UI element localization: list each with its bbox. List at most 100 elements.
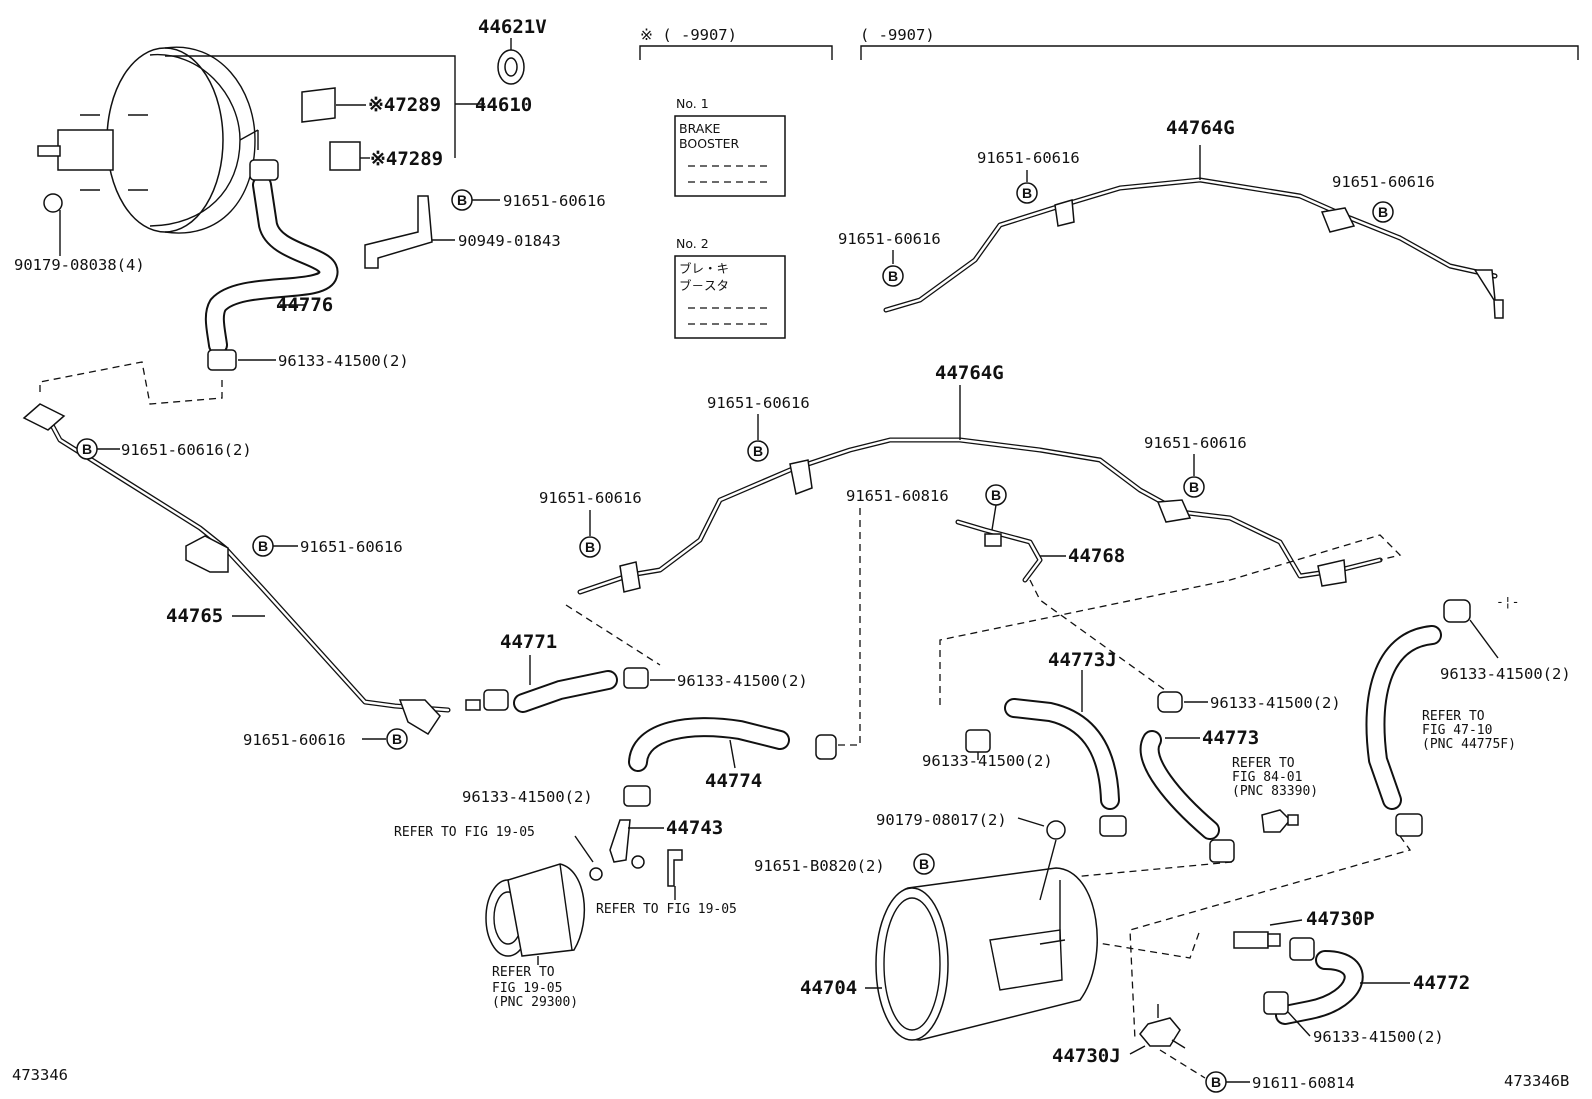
bolt-marker-60816: B	[985, 484, 1007, 531]
bolt-marker-t1: B	[1016, 170, 1038, 204]
ref-47-10-c: (PNC 44775F)	[1422, 737, 1516, 752]
label-44764G-top: 44764G	[1166, 117, 1235, 139]
hose-44771	[483, 667, 649, 713]
bolt-marker-b0820: B	[913, 853, 935, 875]
label-96133-d: 96133-41500(2)	[1210, 694, 1341, 712]
label-44730J: 44730J	[1052, 1045, 1121, 1067]
label-44765: 44765	[166, 605, 223, 627]
hose-44773J	[965, 670, 1127, 837]
svg-text:B: B	[457, 192, 467, 208]
bracket-44743	[589, 819, 683, 887]
label-91651-t3: 91651-60616	[838, 230, 941, 248]
label-91651-m3: 91651-60616	[539, 489, 642, 507]
svg-text:B: B	[1211, 1074, 1221, 1090]
svg-text:B: B	[82, 441, 92, 457]
label-44730P: 44730P	[1306, 908, 1375, 930]
nameplate-no2: No. 2 ブレ・キ ブ－スタ	[674, 236, 786, 339]
pipe-44764G-mid	[577, 385, 1383, 595]
label-91651-60816: 91651-60816	[846, 487, 949, 505]
footer-code-right: 473346B	[1504, 1072, 1569, 1090]
vacuum-pump	[485, 863, 586, 957]
svg-text:B: B	[1378, 204, 1388, 220]
svg-text:B: B	[753, 443, 763, 459]
bolt-marker-t3: B	[882, 250, 904, 287]
svg-text:B: B	[258, 538, 268, 554]
label-91651-l1: 91651-60616(2)	[121, 441, 252, 459]
bolt-marker-top: B	[451, 189, 500, 211]
label-44776: 44776	[276, 294, 333, 316]
fitting-44730J	[1129, 1004, 1186, 1055]
bolt-marker-l2: B	[252, 535, 298, 557]
bolt-marker-91611: B	[1205, 1071, 1250, 1093]
label-96133-g: 96133-41500(2)	[1313, 1028, 1444, 1046]
hose-44772	[1263, 950, 1410, 1025]
svg-text:B: B	[1022, 185, 1032, 201]
bolt-marker-t2: B	[1372, 201, 1394, 223]
ref-84-01-c: (PNC 83390)	[1232, 784, 1318, 799]
vacuum-tank-44704	[865, 820, 1098, 1041]
ref-47-10-b: FIG 47-10	[1422, 723, 1492, 738]
ref-19-05-b: REFER TO FIG 19-05	[596, 902, 737, 917]
label-44764G-mid: 44764G	[935, 362, 1004, 384]
bolt-marker-l1: B	[76, 438, 120, 460]
svg-text:B: B	[919, 856, 929, 872]
label-44704: 44704	[800, 977, 857, 999]
label-44773J: 44773J	[1048, 649, 1117, 671]
fitting-44730P	[1233, 919, 1315, 961]
bolt-marker-l3: B	[362, 728, 408, 750]
label-90179-08017: 90179-08017(2)	[876, 811, 1007, 829]
range-bracket-marked: ※ ( -9907)	[639, 26, 833, 60]
hose-44773	[1139, 691, 1235, 863]
label-96133-c: 96133-41500(2)	[922, 752, 1053, 770]
svg-text:B: B	[888, 268, 898, 284]
svg-text:( -9907): ( -9907)	[860, 26, 935, 44]
hose-44776	[204, 159, 339, 371]
svg-text:ブ－スタ: ブ－スタ	[679, 278, 729, 293]
ref-84-01-b: FIG 84-01	[1232, 770, 1302, 785]
label-47289-a: ※47289	[368, 94, 441, 116]
hose-44775F	[1365, 599, 1499, 837]
label-44610: 44610	[475, 94, 532, 116]
label-96133-e: 96133-41500(2)	[1440, 665, 1571, 683]
hose-44774	[623, 717, 837, 807]
check-valve-grommet	[497, 49, 525, 85]
ref-alt-3: (PNC 29300)	[492, 995, 578, 1010]
nameplate-no1: No. 1 BRAKE BOOSTER	[674, 96, 786, 197]
label-91651-m1: 91651-60616	[707, 394, 810, 412]
footer-code-left: 473346	[12, 1066, 68, 1084]
svg-text:※ ( -9907): ※ ( -9907)	[640, 26, 737, 44]
ref-alt-1: REFER TO	[492, 965, 555, 980]
svg-text:No. 2: No. 2	[676, 236, 709, 251]
booster-leader-lines	[165, 55, 485, 158]
bracket-90949	[364, 195, 455, 269]
label-91611-60814: 91611-60814	[1252, 1074, 1355, 1092]
label-91651-l2: 91651-60616	[300, 538, 403, 556]
nameplate-piece-1	[301, 87, 366, 123]
label-44621V: 44621V	[478, 16, 547, 38]
label-44743: 44743	[666, 817, 723, 839]
svg-text:B: B	[991, 487, 1001, 503]
sensor-83390	[1261, 809, 1299, 833]
bolt-marker-m1: B	[747, 414, 769, 462]
ref-19-05-a: REFER TO FIG 19-05	[394, 825, 535, 840]
label-44771: 44771	[500, 631, 557, 653]
label-91651-l3: 91651-60616	[243, 731, 346, 749]
label-44773: 44773	[1202, 727, 1259, 749]
bolt-marker-m3: B	[579, 510, 601, 558]
label-91651-t2: 91651-60616	[1332, 173, 1435, 191]
label-91651-m2: 91651-60616	[1144, 434, 1247, 452]
svg-text:No. 1: No. 1	[676, 96, 709, 111]
range-bracket-all: ( -9907)	[860, 26, 1579, 60]
ref-alt-2: FIG 19-05	[492, 981, 562, 996]
svg-text:ブレ・キ: ブレ・キ	[679, 261, 729, 276]
label-44768: 44768	[1068, 545, 1125, 567]
label-90179-08038: 90179-08038(4)	[14, 256, 145, 274]
label-91651-top: 91651-60616	[503, 192, 606, 210]
bolt-marker-m2: B	[1183, 454, 1205, 498]
ref-47-10-a: REFER TO	[1422, 709, 1485, 724]
label-96133-b: 96133-41500(2)	[677, 672, 808, 690]
label-90949-01843: 90949-01843	[458, 232, 561, 250]
pipe-end-marker: -¦-	[1496, 595, 1519, 610]
label-44774: 44774	[705, 770, 762, 792]
svg-text:B: B	[1189, 479, 1199, 495]
